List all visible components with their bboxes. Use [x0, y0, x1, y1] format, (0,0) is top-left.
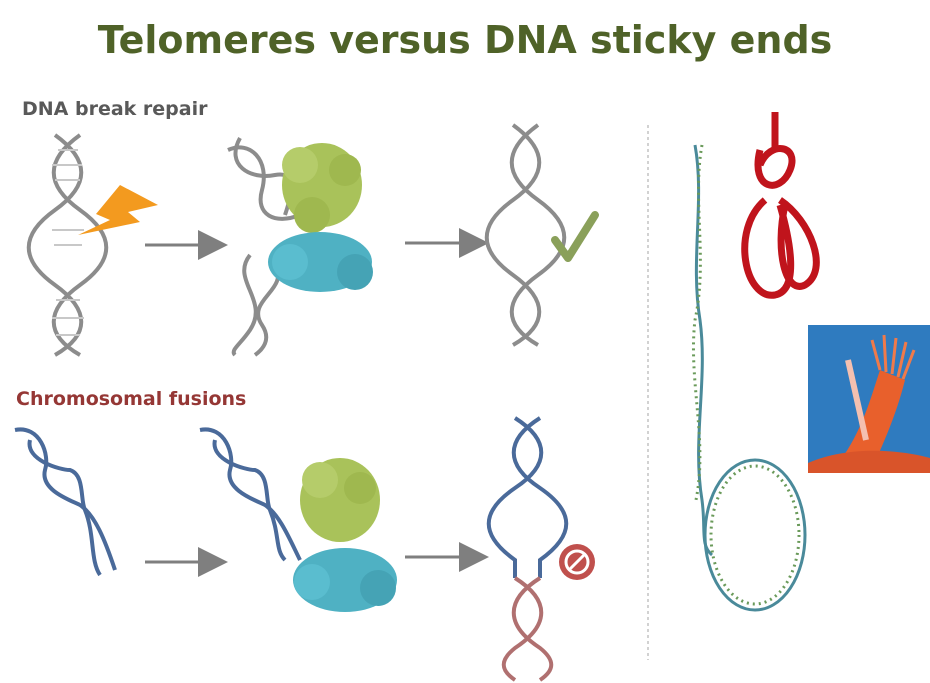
- dna-helix-intact: [26, 133, 109, 357]
- frayed-shoelace-image: [808, 325, 930, 473]
- protein-complex-repair: [268, 143, 373, 292]
- telomere-t-loop: [691, 144, 807, 612]
- chromosomal-fusions-label: Chromosomal fusions: [16, 388, 247, 410]
- dna-break-repair-label: DNA break repair: [22, 98, 208, 120]
- page-title: Telomeres versus DNA sticky ends: [97, 18, 833, 62]
- dna-helix-broken: [227, 137, 301, 357]
- dna-helix-fusion-input: [199, 427, 302, 562]
- dna-helix-repaired: [484, 123, 567, 347]
- lightning-icon: [78, 185, 158, 235]
- forbidden-icon: [559, 544, 595, 580]
- protein-complex-fusion: [293, 458, 397, 612]
- dna-helix-fused: [486, 416, 569, 682]
- dna-helix-free-end: [14, 427, 117, 577]
- rope-loop-image: [741, 112, 820, 299]
- check-icon: [551, 211, 599, 262]
